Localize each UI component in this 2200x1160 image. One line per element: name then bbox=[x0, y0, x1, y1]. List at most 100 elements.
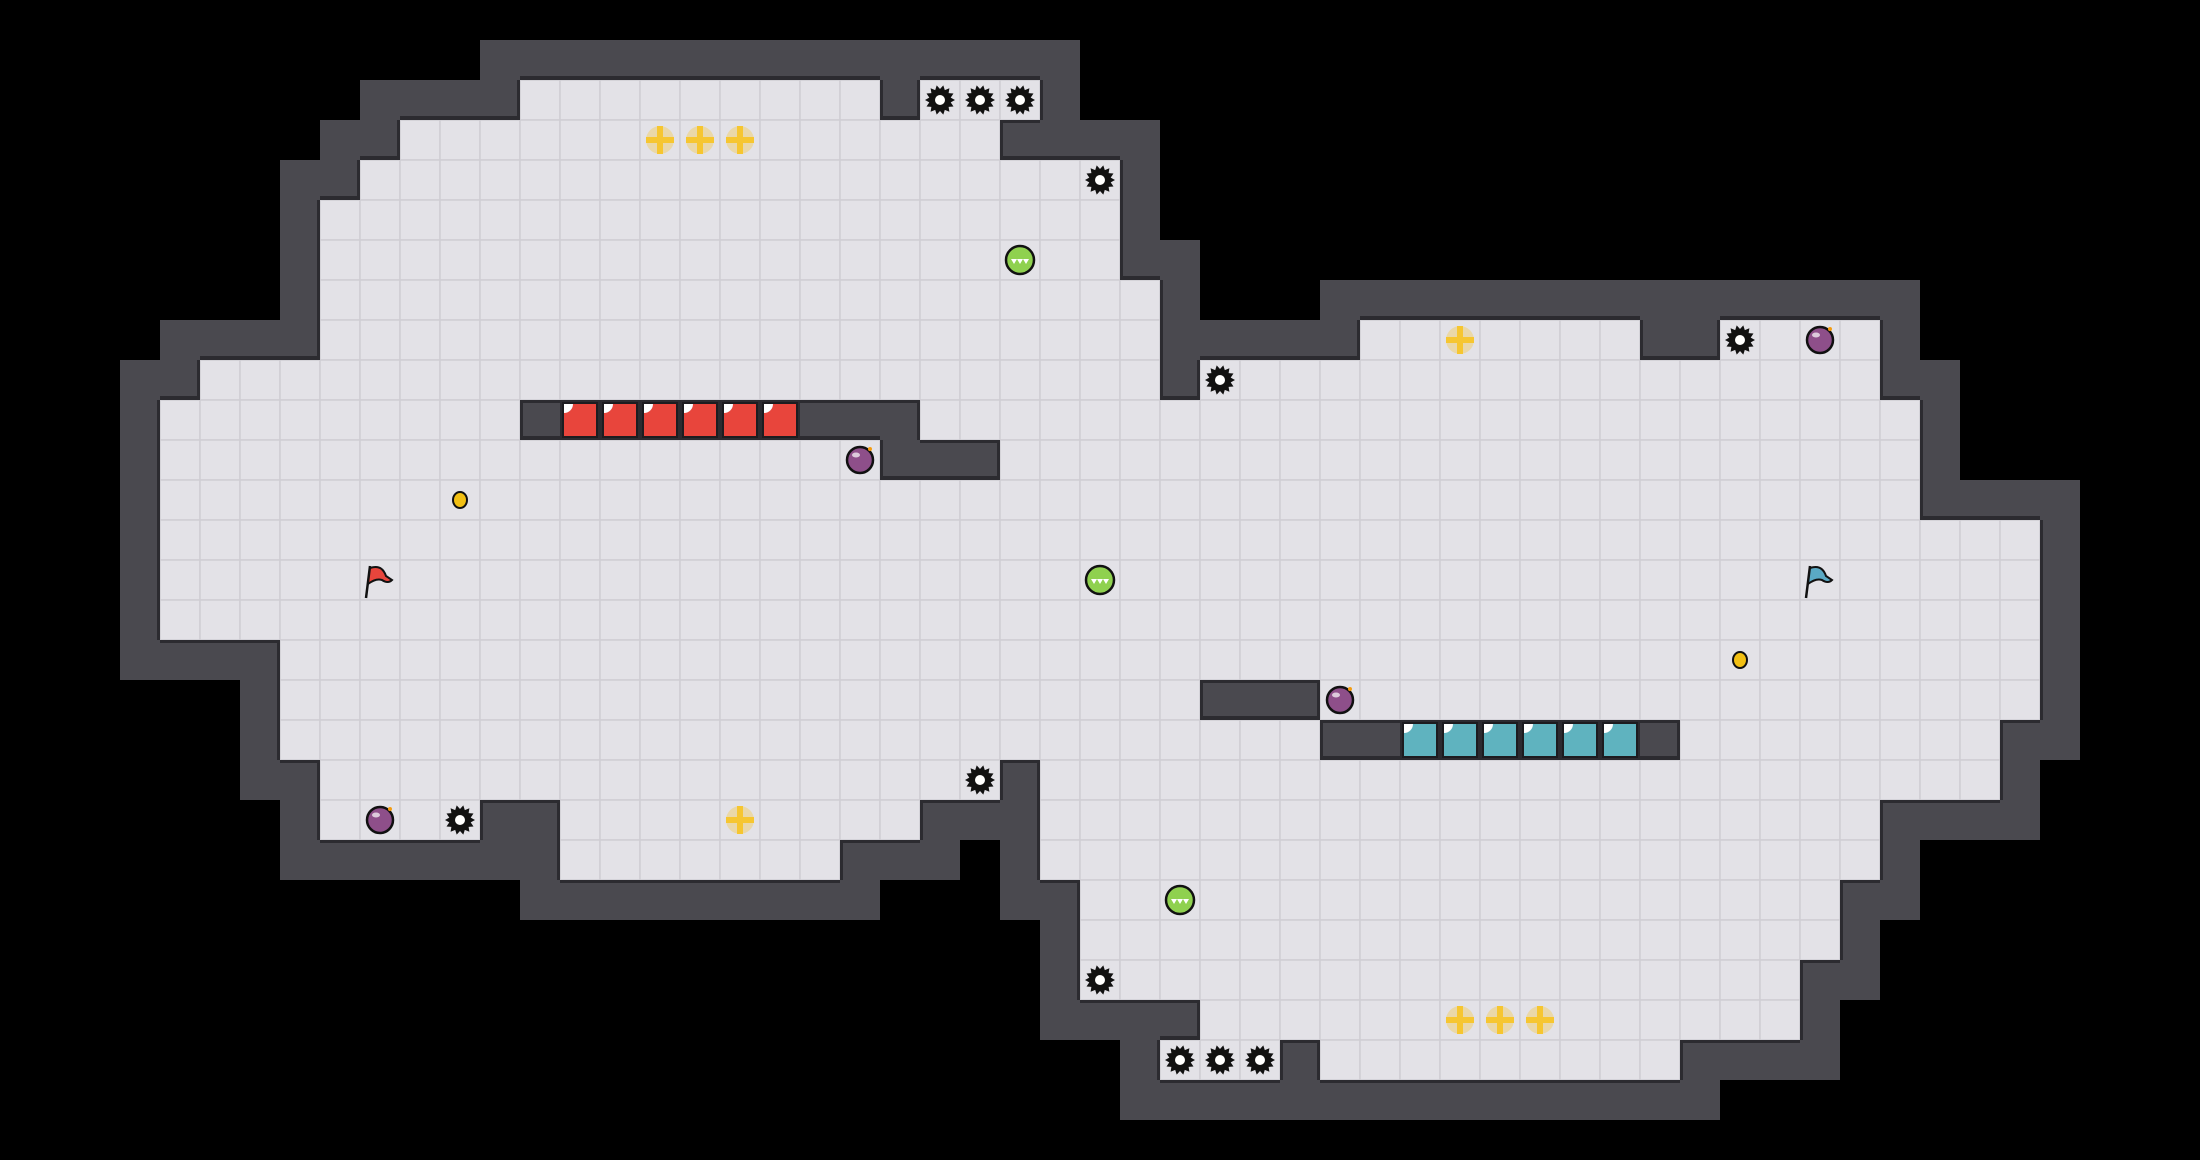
floor-tile bbox=[1959, 559, 2001, 601]
floor-tile bbox=[1479, 919, 1521, 961]
wall-tile bbox=[880, 440, 920, 480]
wall-edge bbox=[520, 400, 523, 440]
wall-tile bbox=[1200, 320, 1240, 360]
wall-edge bbox=[200, 640, 240, 643]
floor-tile bbox=[1199, 719, 1241, 761]
wall-edge bbox=[317, 800, 320, 840]
wall-edge bbox=[1320, 1080, 1360, 1083]
floor-tile bbox=[1839, 439, 1881, 481]
floor-tile bbox=[1559, 839, 1601, 881]
wall-tile bbox=[1680, 1080, 1720, 1120]
floor-tile bbox=[1679, 599, 1721, 641]
wall-edge bbox=[1717, 320, 1720, 360]
spike-icon bbox=[1205, 1045, 1235, 1075]
wall-tile bbox=[960, 40, 1000, 80]
floor-tile bbox=[1319, 559, 1361, 601]
floor-tile bbox=[479, 119, 521, 161]
wall-edge bbox=[1560, 316, 1600, 320]
floor-tile bbox=[1399, 359, 1441, 401]
floor-tile bbox=[1439, 799, 1481, 841]
wall-tile bbox=[760, 40, 800, 80]
wall-tile bbox=[1160, 1000, 1200, 1040]
floor-tile bbox=[1879, 559, 1921, 601]
boost-icon bbox=[646, 126, 674, 154]
wall-edge bbox=[1840, 316, 1880, 320]
floor-tile bbox=[559, 319, 601, 361]
floor-tile bbox=[1199, 959, 1241, 1001]
floor-tile bbox=[719, 279, 761, 321]
floor-tile bbox=[1919, 639, 1961, 681]
wall-tile bbox=[120, 360, 160, 400]
floor-tile bbox=[1119, 319, 1161, 361]
floor-tile bbox=[719, 719, 761, 761]
floor-tile bbox=[1879, 759, 1921, 801]
floor-tile bbox=[879, 319, 921, 361]
floor-tile bbox=[439, 759, 481, 801]
floor-tile bbox=[1679, 839, 1721, 881]
wall-edge bbox=[960, 800, 1000, 803]
wall-tile bbox=[1360, 1080, 1400, 1120]
floor-tile bbox=[519, 279, 561, 321]
floor-tile bbox=[1599, 879, 1641, 921]
floor-tile bbox=[879, 559, 921, 601]
wall-tile bbox=[1000, 840, 1040, 880]
wall-tile bbox=[960, 440, 1000, 480]
wall-edge bbox=[1320, 720, 1323, 760]
wall-edge bbox=[1200, 716, 1240, 720]
floor-tile bbox=[1039, 439, 1081, 481]
floor-tile bbox=[1839, 319, 1881, 361]
floor-tile bbox=[1879, 639, 1921, 681]
floor-tile bbox=[1159, 599, 1201, 641]
floor-tile bbox=[439, 199, 481, 241]
wall-tile bbox=[1880, 840, 1920, 880]
floor-tile bbox=[719, 759, 761, 801]
floor-tile bbox=[1559, 559, 1601, 601]
wall-edge bbox=[2000, 720, 2003, 760]
wall-edge bbox=[240, 640, 280, 643]
wall-edge bbox=[2000, 760, 2003, 800]
floor-tile bbox=[1359, 679, 1401, 721]
floor-tile bbox=[1479, 479, 1521, 521]
wall-tile bbox=[720, 880, 760, 920]
floor-tile bbox=[959, 119, 1001, 161]
floor-tile bbox=[1799, 399, 1841, 441]
wall-tile bbox=[1080, 120, 1120, 160]
floor-tile bbox=[399, 399, 441, 441]
floor-tile bbox=[1399, 319, 1441, 361]
floor-tile bbox=[479, 439, 521, 481]
floor-tile bbox=[759, 519, 801, 561]
wall-tile bbox=[1640, 720, 1680, 760]
floor-tile bbox=[639, 839, 681, 881]
floor-tile bbox=[1119, 719, 1161, 761]
floor-tile bbox=[479, 639, 521, 681]
wall-tile bbox=[1000, 760, 1040, 800]
wall-edge bbox=[1720, 1040, 1760, 1043]
wall-edge bbox=[1480, 316, 1520, 320]
floor-tile bbox=[399, 679, 441, 721]
floor-tile bbox=[1759, 919, 1801, 961]
floor-tile bbox=[719, 239, 761, 281]
floor-tile bbox=[1759, 359, 1801, 401]
floor-tile bbox=[1959, 679, 2001, 721]
floor-tile bbox=[359, 319, 401, 361]
wall-edge bbox=[1880, 360, 1883, 400]
floor-tile bbox=[1759, 519, 1801, 561]
floor-tile bbox=[1439, 639, 1481, 681]
floor-tile bbox=[1719, 719, 1761, 761]
wall-edge bbox=[2000, 516, 2040, 520]
floor-tile bbox=[799, 479, 841, 521]
floor-tile bbox=[1359, 1039, 1401, 1081]
floor-tile bbox=[1799, 879, 1841, 921]
floor-tile bbox=[279, 359, 321, 401]
floor-tile bbox=[759, 199, 801, 241]
floor-tile bbox=[639, 799, 681, 841]
floor-tile bbox=[679, 759, 721, 801]
floor-tile bbox=[1039, 559, 1081, 601]
wall-edge bbox=[1560, 1080, 1600, 1083]
floor-tile bbox=[919, 719, 961, 761]
floor-tile bbox=[999, 559, 1041, 601]
floor-tile bbox=[1039, 159, 1081, 201]
floor-tile bbox=[1359, 399, 1401, 441]
floor-tile bbox=[919, 559, 961, 601]
floor-tile bbox=[399, 279, 441, 321]
